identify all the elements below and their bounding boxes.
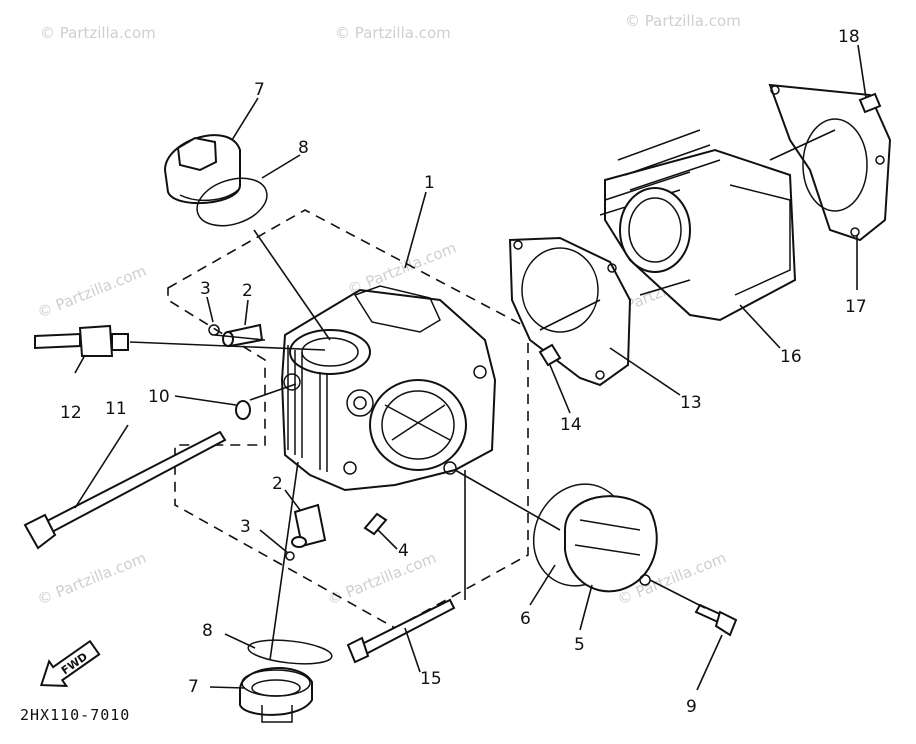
callout-3-top: 3 [200,279,211,299]
callout-4: 4 [398,541,409,561]
long-bolt [23,430,227,550]
stud [363,512,388,536]
drawing-code: 2HX110-7010 [20,706,130,724]
watermark: © Partzilla.com [335,24,451,42]
o-ring-top [196,177,268,227]
callout-numbers: 1 7 8 3 2 10 11 12 2 3 4 8 7 15 6 5 9 14… [60,27,867,717]
callout-3-bottom: 3 [240,517,251,537]
callout-12: 12 [60,403,82,423]
dowel-pin [538,343,562,367]
cylinder-base-gasket [768,83,892,242]
dowel-pin-small [858,92,882,114]
washer [235,400,251,420]
clip-bottom [285,551,295,561]
callout-10: 10 [148,387,170,407]
callout-2-bottom: 2 [272,474,283,494]
callout-7-bottom: 7 [188,677,199,697]
watermark: © Partzilla.com [325,549,439,609]
watermark: © Partzilla.com [35,549,149,609]
callout-11: 11 [105,399,127,419]
watermark: © Partzilla.com [40,24,156,42]
clip-top [208,324,220,336]
callout-13: 13 [680,393,702,413]
cap-bottom [239,667,313,723]
watermark: © Partzilla.com [625,12,741,30]
leader-lines [129,129,836,661]
callout-5: 5 [574,635,585,655]
callout-9: 9 [686,697,697,717]
cover-bolt [694,603,738,637]
bolt [346,598,456,664]
callout-18: 18 [838,27,860,47]
o-ring-bottom [247,639,333,665]
callout-16: 16 [780,347,802,367]
spark-plug [34,324,129,357]
fwd-arrow-icon: FWD [39,639,101,687]
watermark: © Partzilla.com [35,262,149,322]
side-cover [564,495,658,593]
callout-1: 1 [424,173,435,193]
cap-top [163,134,241,205]
cylinder-head-gasket [508,236,632,387]
callout-17: 17 [845,297,867,317]
callout-leaders [74,44,867,691]
valve-guide-top [222,323,264,348]
cylinder [599,129,797,322]
callout-6: 6 [520,609,531,629]
callout-15: 15 [420,669,442,689]
callout-2-top: 2 [242,281,253,301]
callout-14: 14 [560,415,582,435]
callout-8-top: 8 [298,138,309,158]
valve-guide-bottom [291,503,327,548]
callout-8-bottom: 8 [202,621,213,641]
callout-7-top: 7 [254,80,265,100]
